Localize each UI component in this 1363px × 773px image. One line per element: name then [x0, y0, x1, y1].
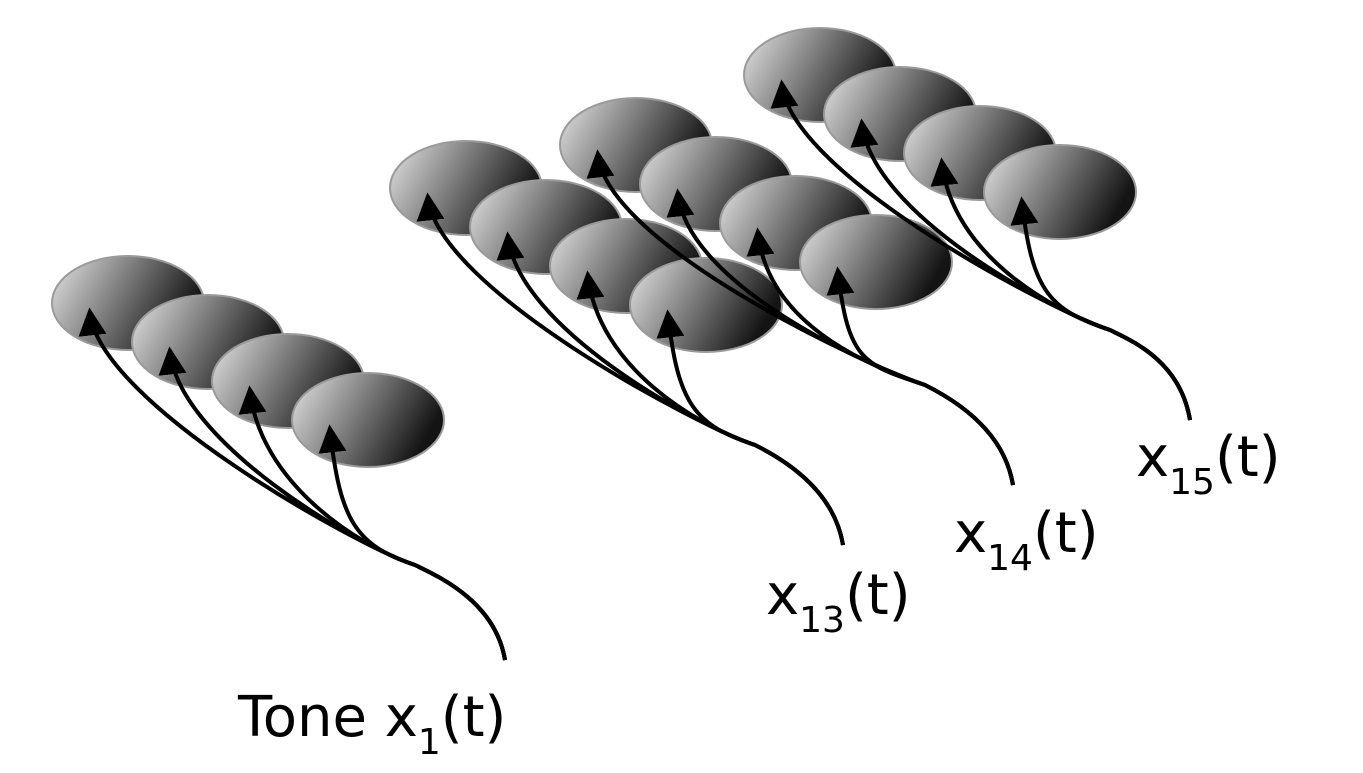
x15-label: x15(t): [1136, 425, 1281, 503]
ellipse-neuron-icon: [799, 214, 953, 310]
arrow-icon: [318, 424, 507, 661]
ellipse-neuron-icon: [983, 144, 1137, 240]
arrow-icon: [656, 309, 845, 546]
unit-group-2: [389, 140, 845, 546]
x13-label: x13(t): [766, 563, 911, 641]
unit-group-1: [51, 255, 507, 661]
arrow-icon: [826, 266, 1015, 486]
arrow-icon: [1010, 196, 1192, 421]
x14-label: x14(t): [954, 501, 1099, 579]
ellipse-neuron-icon: [291, 372, 445, 468]
unit-group-3: [559, 97, 1015, 486]
tone-x1-label: Tone x1(t): [238, 685, 507, 763]
unit-group-4: [743, 27, 1192, 421]
